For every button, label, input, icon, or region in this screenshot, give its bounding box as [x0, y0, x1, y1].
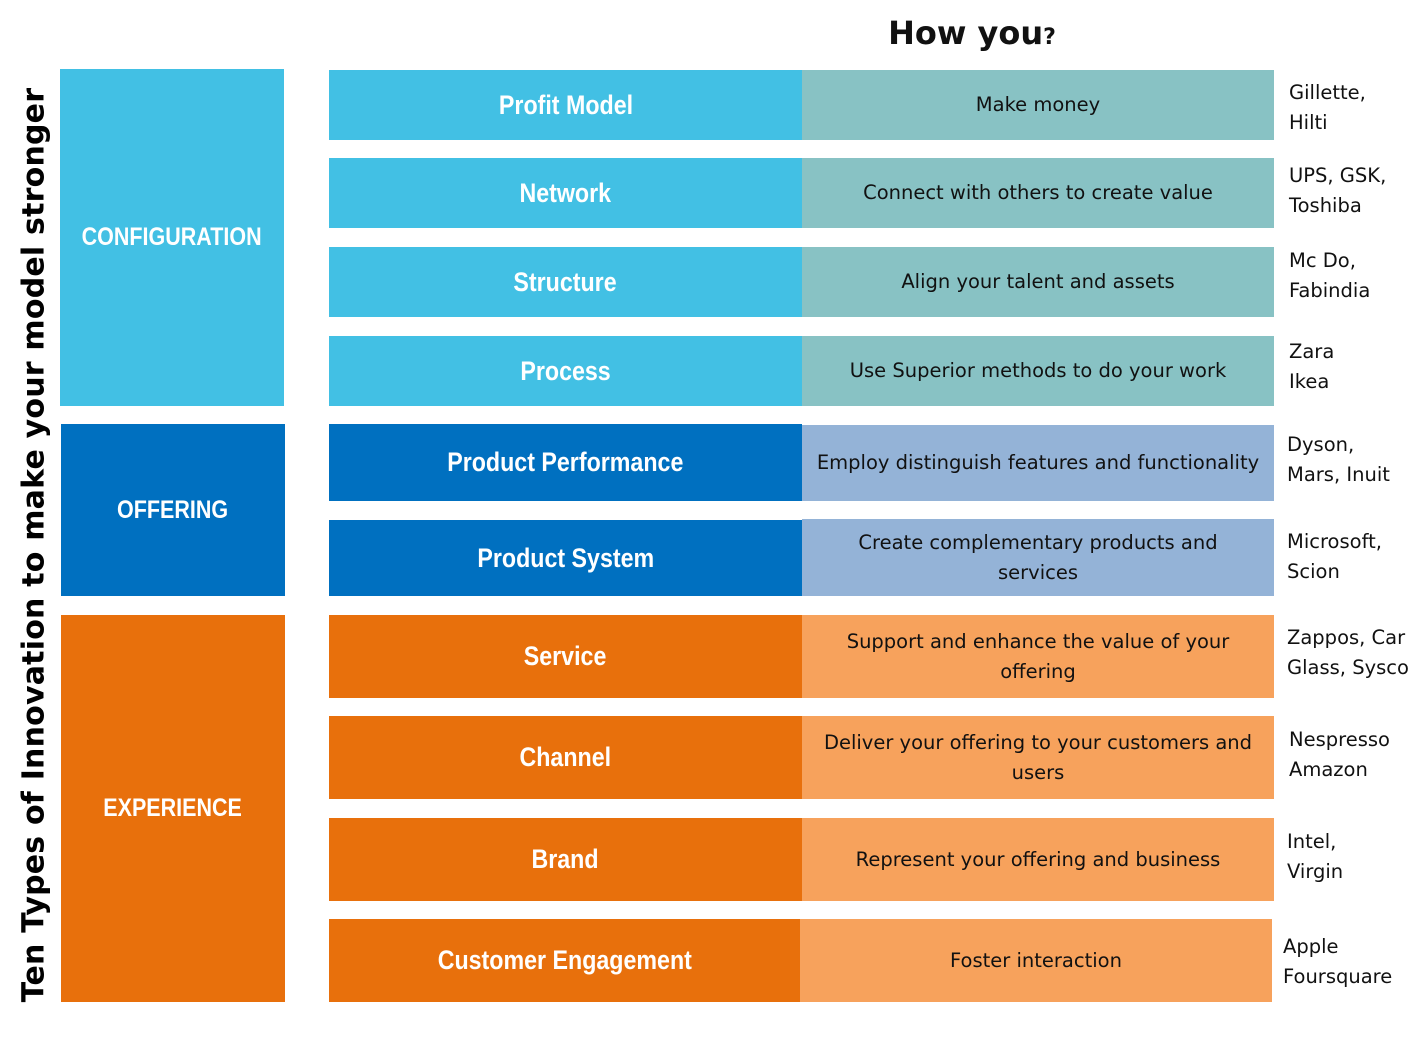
type-network: Network [329, 158, 802, 228]
examples-service: Zappos, Car Glass, Sysco [1287, 626, 1409, 679]
category-label: EXPERIENCE [103, 794, 243, 822]
examples-brand: Intel, Virgin [1287, 830, 1344, 883]
examples-customer-engagement: Apple Foursquare [1283, 935, 1393, 988]
type-process: Process [329, 336, 802, 406]
examples-process: Zara Ikea [1289, 340, 1335, 393]
examples-product-system: Microsoft, Scion [1287, 530, 1382, 583]
examples-profit-model: Gillette, Hilti [1289, 81, 1366, 134]
desc-product-performance: Employ distinguish features and function… [802, 425, 1274, 501]
type-label: Product System [477, 542, 654, 573]
examples-channel: Nespresso Amazon [1289, 728, 1390, 781]
column-header-mark: ? [1043, 25, 1056, 50]
type-channel: Channel [329, 716, 802, 799]
desc-customer-engagement: Foster interaction [800, 919, 1272, 1002]
type-label: Product Performance [447, 447, 684, 477]
type-label: Process [520, 355, 611, 386]
category-label: CONFIGURATION [82, 223, 262, 251]
type-label: Service [524, 641, 607, 671]
category-configuration: CONFIGURATION [60, 69, 284, 406]
desc-structure: Align your talent and assets [802, 247, 1274, 317]
desc-brand: Represent your offering and business [802, 818, 1274, 901]
desc-network: Connect with others to create value [802, 158, 1274, 228]
desc-process: Use Superior methods to do your work [802, 336, 1274, 406]
column-header: How you? [800, 14, 1144, 52]
vertical-title: Ten Types of Innovation to make your mod… [16, 87, 52, 1003]
type-label: Profit Model [498, 89, 633, 120]
type-customer-engagement: Customer Engagement [329, 919, 800, 1002]
category-offering: OFFERING [61, 424, 285, 596]
examples-product-performance: Dyson, Mars, Inuit [1287, 433, 1390, 486]
desc-channel: Deliver your offering to your customers … [802, 716, 1274, 799]
column-header-text: How you [888, 14, 1044, 52]
type-service: Service [329, 615, 802, 698]
type-product-system: Product System [329, 520, 802, 596]
type-brand: Brand [329, 818, 802, 901]
type-label: Brand [531, 844, 600, 874]
type-structure: Structure [329, 247, 802, 317]
examples-structure: Mc Do, Fabindia [1289, 249, 1371, 302]
desc-service: Support and enhance the value of your of… [802, 615, 1274, 698]
type-label: Channel [519, 742, 612, 772]
type-product-performance: Product Performance [329, 424, 802, 501]
category-label: OFFERING [117, 495, 229, 524]
category-experience: EXPERIENCE [61, 615, 285, 1002]
examples-network: UPS, GSK, Toshiba [1289, 164, 1387, 217]
type-profit-model: Profit Model [329, 70, 802, 140]
type-label: Structure [513, 266, 618, 297]
desc-product-system: Create complementary products and servic… [802, 519, 1274, 596]
desc-profit-model: Make money [802, 70, 1274, 140]
type-label: Network [519, 177, 612, 208]
type-label: Customer Engagement [437, 945, 692, 975]
